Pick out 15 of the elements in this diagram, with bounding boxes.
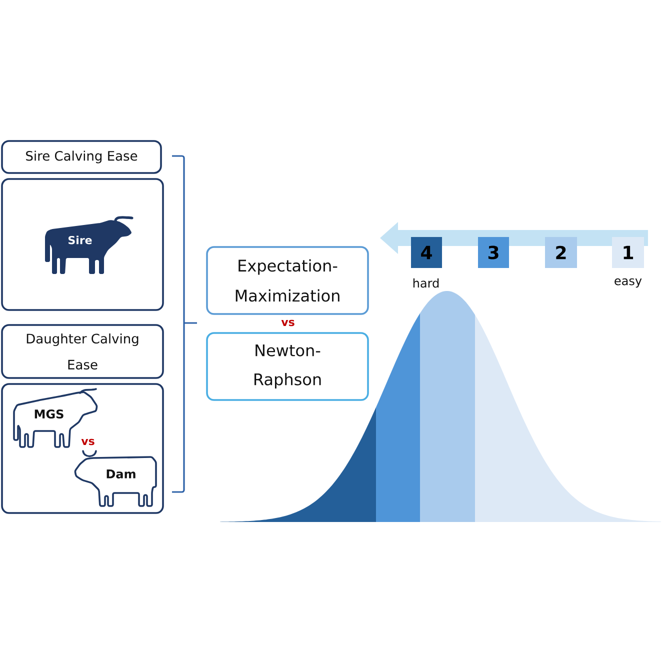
vs-label: vs <box>281 320 294 326</box>
text-box: Daughter Calving Ease <box>1 324 164 379</box>
vs-label: vs <box>81 438 94 446</box>
text-box: Expectation- Maximization <box>206 246 369 315</box>
number-square: 2 <box>545 237 577 268</box>
text-box: Sire Calving Ease <box>1 140 162 174</box>
icon-label: MGS <box>34 409 64 419</box>
icon-label: Sire <box>68 236 92 244</box>
number-square: 1 <box>612 237 644 268</box>
scale-label: easy <box>614 278 642 288</box>
number-square: 4 <box>411 237 442 268</box>
scale-label: hard <box>413 278 439 288</box>
icon-label: Dam <box>106 470 136 478</box>
text-box: Newton- Raphson <box>206 332 369 401</box>
number-square: 3 <box>478 237 509 268</box>
